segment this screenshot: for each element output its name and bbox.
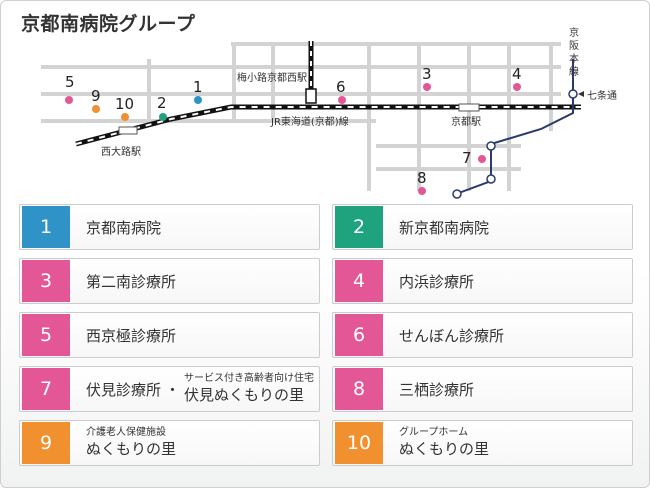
facility-card-3[interactable]: 3 第二南診療所: [19, 258, 320, 304]
label-keihan-1: 京: [569, 26, 579, 39]
separator: ・: [165, 380, 181, 399]
facility-name: 西京極診療所: [86, 326, 177, 345]
facility-marker-label-2: 2: [157, 94, 167, 112]
keihan-station-icon: [486, 141, 496, 151]
facility-marker-6[interactable]: [338, 96, 346, 104]
facility-card-4[interactable]: 4 内浜診療所: [332, 258, 633, 304]
facility-number-badge: 8: [335, 368, 383, 410]
facility-name: ぬくもりの里: [86, 440, 177, 458]
facility-subtitle: サービス付き高齢者向け住宅: [184, 373, 315, 384]
arrow-icon: [578, 91, 584, 97]
facility-name-secondary: 伏見ぬくもりの里: [184, 386, 305, 404]
facility-marker-1[interactable]: [194, 96, 202, 104]
nishioji-station-icon: [118, 126, 138, 135]
label-shichijo: 七条通: [587, 89, 617, 102]
facility-name: ぬくもりの里: [399, 440, 490, 458]
facility-marker-10[interactable]: [121, 113, 129, 121]
facility-marker-label-8: 8: [417, 169, 427, 187]
facility-marker-label-1: 1: [193, 78, 203, 96]
facility-marker-2[interactable]: [159, 113, 167, 121]
facility-name: せんぼん診療所: [399, 326, 505, 345]
shichijo-station-icon: [568, 89, 578, 99]
street-grid: [41, 42, 561, 191]
area-map: 西大路駅 梅小路京都西駅 JR東海道(京都)線 京都駅 京 阪 本 線 七条通 …: [41, 26, 617, 199]
facility-number-badge: 3: [22, 260, 70, 302]
facility-name: 伏見診療所: [86, 380, 162, 399]
facility-marker-5[interactable]: [65, 96, 73, 104]
facility-number-badge: 2: [335, 206, 383, 248]
label-kyoto: 京都駅: [451, 115, 481, 128]
label-umekoji: 梅小路京都西駅: [237, 71, 307, 84]
label-keihan-3: 本: [569, 52, 579, 65]
facility-marker-8[interactable]: [418, 187, 426, 195]
facility-list: 1 京都南病院 2 新京都南病院 3 第二南診療所 4 内浜診療所 5 西京極診…: [19, 204, 633, 474]
facility-name-group: 伏見診療所 ・ サービス付き高齢者向け住宅 伏見ぬくもりの里: [86, 373, 314, 405]
facility-name: 三栖診療所: [399, 380, 475, 399]
facility-card-8[interactable]: 8 三栖診療所: [332, 366, 633, 412]
facility-card-2[interactable]: 2 新京都南病院: [332, 204, 633, 250]
facility-number-badge: 10: [335, 422, 383, 464]
label-nishioji: 西大路駅: [101, 145, 141, 158]
facility-marker-label-3: 3: [422, 65, 432, 83]
facility-name: 第二南診療所: [86, 272, 177, 291]
facility-marker-label-4: 4: [512, 65, 522, 83]
label-jr-line: JR東海道(京都)線: [270, 115, 349, 128]
facility-number-badge: 4: [335, 260, 383, 302]
facility-marker-label-5: 5: [65, 73, 75, 91]
facility-marker-9[interactable]: [92, 105, 100, 113]
facility-card-5[interactable]: 5 西京極診療所: [19, 312, 320, 358]
facility-name: 京都南病院: [86, 218, 162, 237]
facility-number-badge: 7: [22, 368, 70, 410]
facility-number-badge: 9: [22, 422, 70, 464]
facility-number-badge: 6: [335, 314, 383, 356]
facility-subtitle: グループホーム: [399, 427, 469, 438]
label-keihan-4: 線: [569, 65, 579, 78]
facility-marker-label-7: 7: [462, 149, 472, 167]
facility-marker-label-9: 9: [91, 87, 101, 105]
facility-name: 内浜診療所: [399, 272, 475, 291]
facility-marker-label-10: 10: [115, 95, 134, 113]
kyoto-station-icon: [458, 103, 480, 112]
facility-number-badge: 5: [22, 314, 70, 356]
facility-card-1[interactable]: 1 京都南病院: [19, 204, 320, 250]
facility-name-group: グループホーム ぬくもりの里: [399, 427, 489, 459]
facility-card-6[interactable]: 6 せんぼん診療所: [332, 312, 633, 358]
facility-name-group: 介護老人保健施設 ぬくもりの里: [86, 427, 176, 459]
keihan-station-icon: [486, 174, 496, 184]
facility-card-10[interactable]: 10 グループホーム ぬくもりの里: [332, 420, 633, 466]
facility-name: 新京都南病院: [399, 218, 490, 237]
umekoji-station-icon: [305, 88, 317, 104]
facility-card-7[interactable]: 7 伏見診療所 ・ サービス付き高齢者向け住宅 伏見ぬくもりの里: [19, 366, 320, 412]
keihan-line: [455, 59, 574, 195]
keihan-station-icon: [452, 189, 462, 199]
facility-card-9[interactable]: 9 介護老人保健施設 ぬくもりの里: [19, 420, 320, 466]
facility-subtitle: 介護老人保健施設: [86, 427, 166, 438]
facility-marker-3[interactable]: [423, 83, 431, 91]
facility-marker-label-6: 6: [336, 78, 346, 96]
label-keihan-2: 阪: [569, 39, 579, 52]
page-title: 京都南病院グループ: [21, 13, 196, 35]
facility-number-badge: 1: [22, 206, 70, 248]
facility-marker-7[interactable]: [478, 155, 486, 163]
facility-marker-4[interactable]: [513, 83, 521, 91]
